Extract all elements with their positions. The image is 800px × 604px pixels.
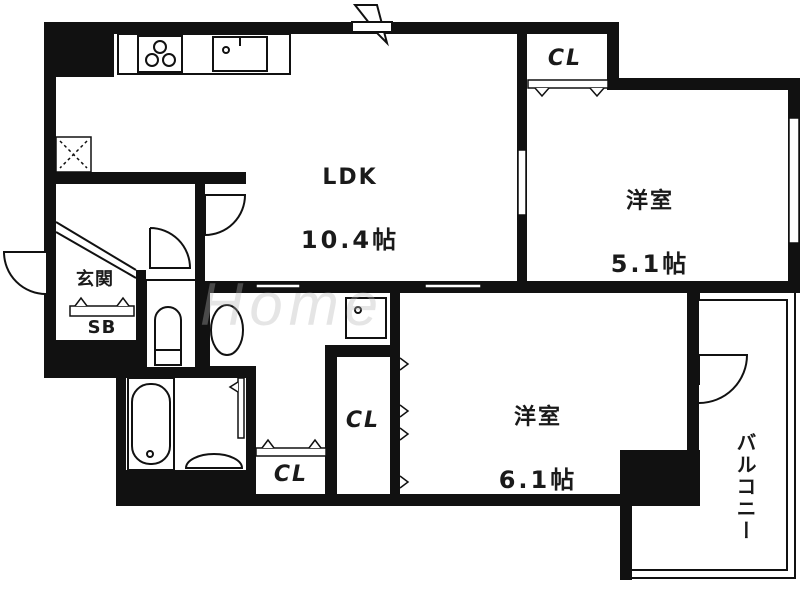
watermark: Home <box>200 271 385 338</box>
doors <box>2 4 749 404</box>
room-closet-bottom: CL <box>273 462 309 487</box>
room-western-2-name: 洋室 <box>513 404 562 430</box>
room-western-2-size: 6.1帖 <box>498 465 578 494</box>
room-ldk-name: LDK <box>322 164 378 190</box>
room-western-2: 洋室 6.1帖 <box>488 368 588 513</box>
washbasin-icon <box>210 304 244 356</box>
windows <box>255 117 800 289</box>
entrance-step <box>55 221 137 279</box>
washing-machine-space-icon <box>345 297 387 339</box>
bathtub-icon <box>127 377 244 471</box>
room-ldk: LDK 10.4帖 <box>295 128 405 273</box>
toilet-icon <box>145 279 197 369</box>
room-shoe-box: SB <box>87 317 117 338</box>
balcony-outline <box>624 293 796 579</box>
room-entrance: 玄関 <box>76 269 114 290</box>
room-western-1: 洋室 5.1帖 <box>600 152 700 297</box>
room-ldk-size: 10.4帖 <box>300 225 400 254</box>
kitchen-counter <box>117 33 291 75</box>
room-western-1-name: 洋室 <box>625 188 674 214</box>
room-western-1-size: 5.1帖 <box>610 249 690 278</box>
closet-doors <box>69 79 609 489</box>
room-balcony: バルコニー <box>733 432 757 542</box>
room-closet-top: CL <box>547 46 583 71</box>
refrigerator-space-icon <box>55 136 92 173</box>
room-closet-middle: CL <box>345 408 381 433</box>
